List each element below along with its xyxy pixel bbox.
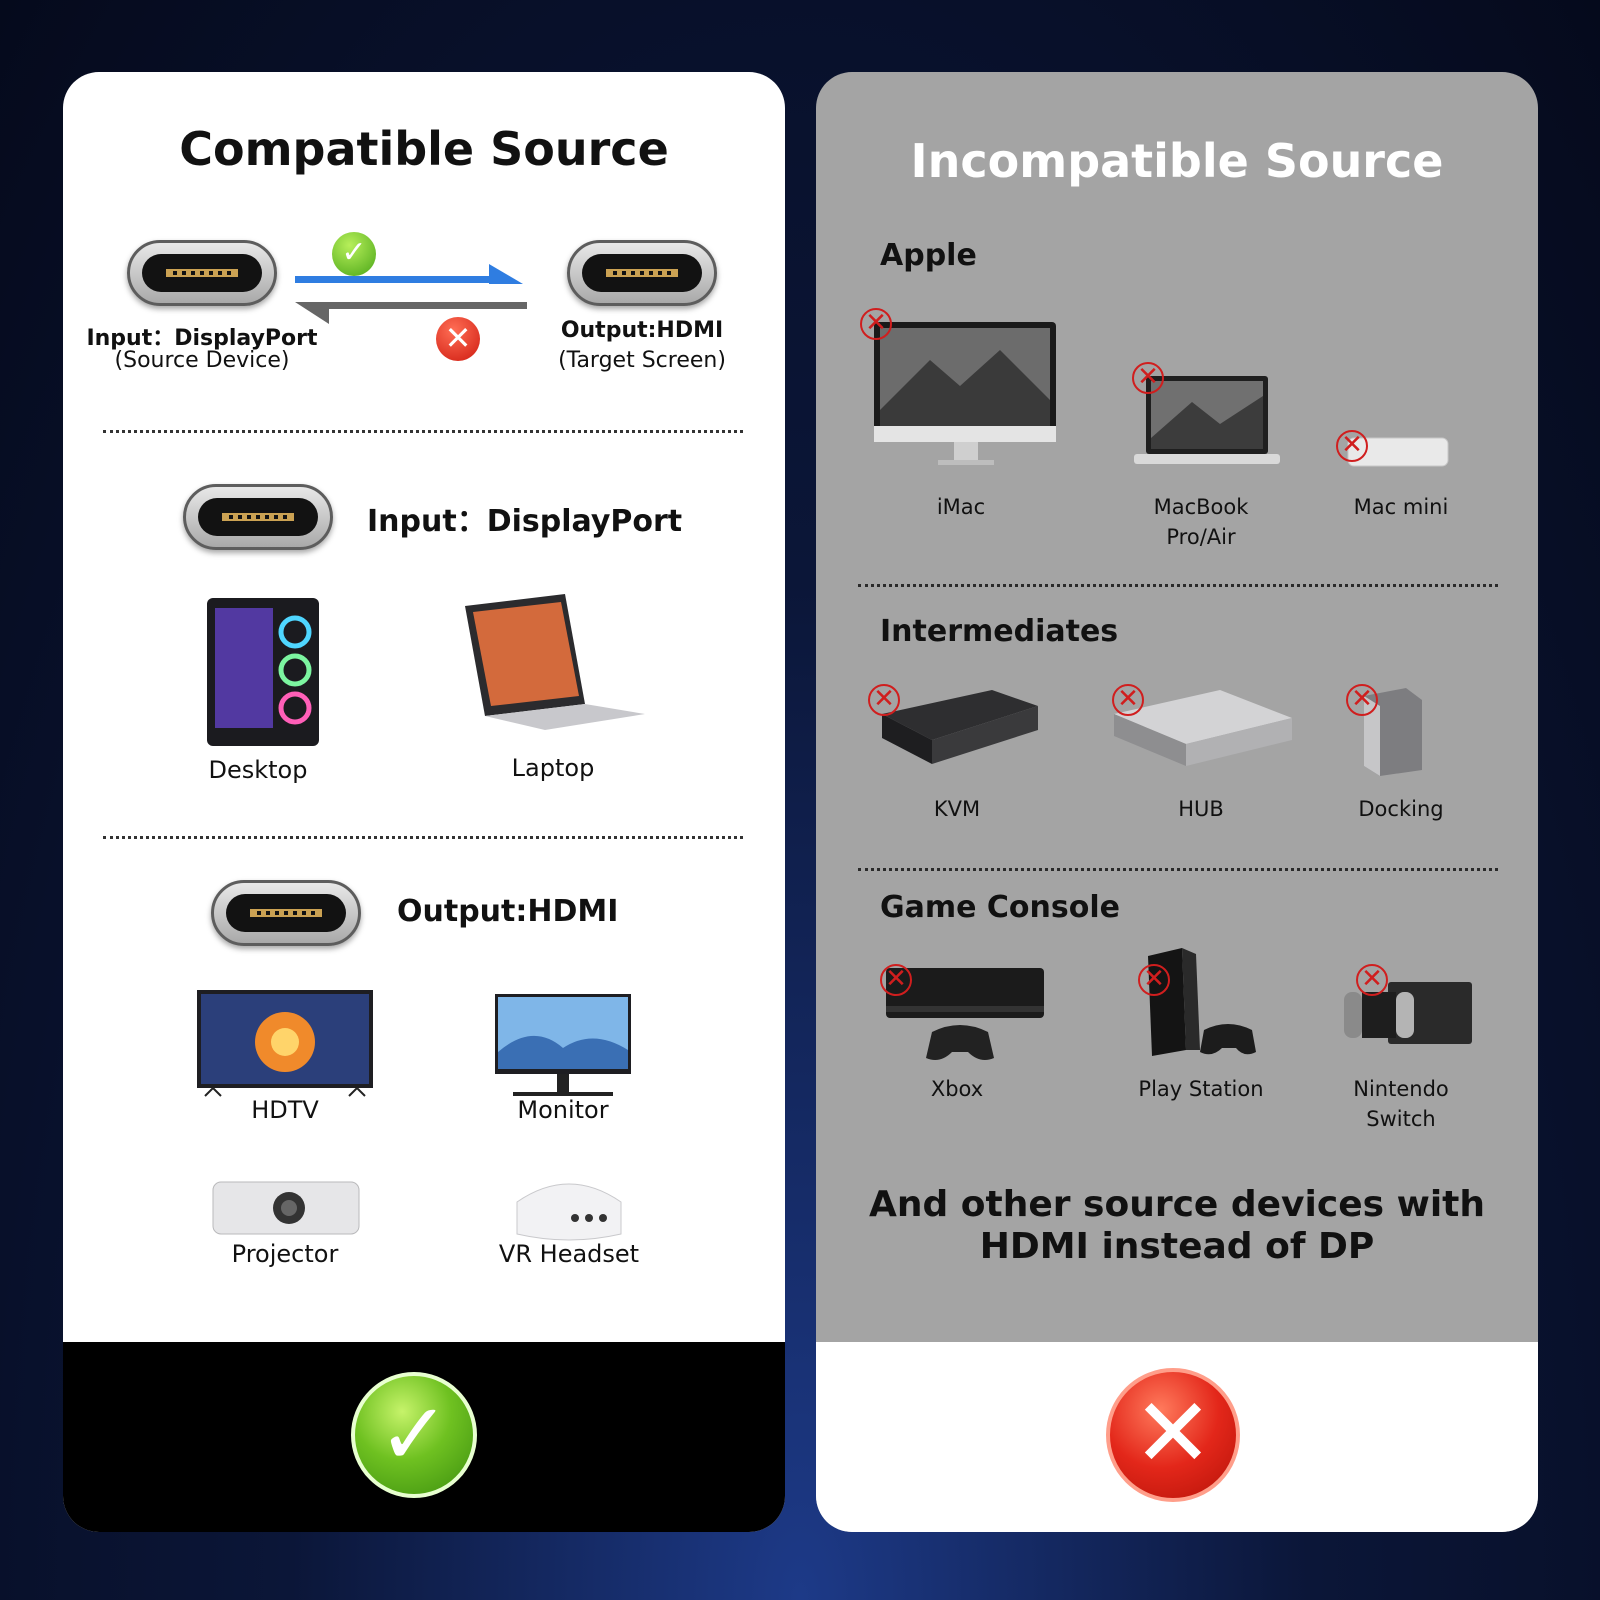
incompatible-cross-icon: ✕	[1112, 684, 1144, 716]
device-label-hub: HUB	[1178, 797, 1224, 821]
compatible-footer: ✓	[63, 1342, 785, 1532]
compatible-title: Compatible Source	[179, 122, 669, 176]
other-devices-note-line2: HDMI instead of DP	[979, 1226, 1375, 1267]
game-console-heading: Game Console	[880, 890, 1120, 925]
forward-arrow-head	[489, 264, 523, 284]
nintendo-switch-icon	[1344, 982, 1472, 1044]
divider	[103, 430, 743, 433]
displayport-connector-icon	[183, 484, 333, 550]
hdmi-connector-icon	[211, 880, 361, 946]
hdtv-icon	[197, 990, 373, 1097]
incompatible-cross-icon: ✕	[1138, 964, 1170, 996]
imac-icon	[874, 322, 1056, 465]
divider	[858, 868, 1498, 871]
incompatible-cross-icon: ✕	[1346, 684, 1378, 716]
device-label-xbox: Xbox	[930, 1077, 984, 1101]
device-label-playstation: Play Station	[1138, 1077, 1264, 1101]
incompatible-cross-icon: ✕	[1336, 430, 1368, 462]
macbook-icon	[1134, 376, 1280, 464]
device-label-kvm: KVM	[933, 797, 981, 821]
compatible-panel: Compatible Source ✓ ✕ Input：DisplayPort …	[63, 72, 785, 1532]
diagram-output-label: Output:HDMI	[560, 318, 724, 343]
device-label-docking: Docking	[1358, 797, 1444, 821]
diagram-input-sub: (Source Device)	[114, 348, 290, 373]
docking-station-icon	[1364, 688, 1422, 776]
forward-arrow-shaft	[295, 276, 493, 283]
desktop-pc-icon	[207, 598, 319, 746]
device-label-laptop: Laptop	[511, 754, 595, 782]
diagram-output-sub: (Target Screen)	[558, 348, 726, 373]
incompatible-cross-icon: ✕	[868, 684, 900, 716]
input-section-heading: Input：DisplayPort	[367, 504, 683, 539]
incompatible-footer: ✕	[816, 1342, 1538, 1532]
monitor-icon	[495, 994, 631, 1096]
check-icon: ✓	[351, 1372, 477, 1498]
displayport-connector-icon	[127, 240, 277, 306]
output-section-heading: Output:HDMI	[397, 894, 619, 929]
device-label-mac-mini: Mac mini	[1353, 495, 1449, 519]
hdmi-connector-icon	[567, 240, 717, 306]
reverse-arrow-head	[295, 302, 329, 324]
cross-icon: ✕	[1106, 1368, 1240, 1502]
projector-icon	[212, 1181, 360, 1235]
reverse-arrow-shaft	[327, 302, 527, 309]
xbox-icon	[886, 968, 1044, 1060]
divider	[858, 584, 1498, 587]
unsupported-direction-cross-icon: ✕	[436, 317, 480, 361]
divider	[103, 836, 743, 839]
device-label-imac: iMac	[936, 495, 986, 519]
other-devices-note-line1: And other source devices with	[868, 1184, 1486, 1225]
device-label-desktop: Desktop	[208, 756, 308, 784]
laptop-icon	[465, 594, 645, 730]
vr-headset-icon	[516, 1183, 622, 1241]
device-label-vr-headset: VR Headset	[498, 1240, 640, 1268]
diagram-input-label: Input：DisplayPort	[86, 326, 318, 351]
incompatible-cross-icon: ✕	[860, 308, 892, 340]
incompatible-cross-icon: ✕	[880, 964, 912, 996]
device-label-monitor: Monitor	[517, 1096, 609, 1124]
kvm-icon	[882, 690, 1038, 764]
hub-icon	[1114, 690, 1292, 766]
incompatible-cross-icon: ✕	[1132, 362, 1164, 394]
incompatible-cross-icon: ✕	[1356, 964, 1388, 996]
device-label-projector: Projector	[231, 1240, 339, 1268]
incompatible-panel: Incompatible Source Apple ✕ iMac ✕ MacBo…	[816, 72, 1538, 1532]
device-label-hdtv: HDTV	[251, 1096, 319, 1124]
device-label-macbook: MacBook Pro/Air	[1153, 495, 1249, 549]
apple-heading: Apple	[880, 238, 977, 273]
supported-direction-check-icon: ✓	[332, 232, 376, 276]
incompatible-title: Incompatible Source	[910, 134, 1444, 188]
device-label-nintendo-switch: Nintendo Switch	[1353, 1077, 1449, 1131]
direction-arrows	[295, 264, 527, 324]
intermediates-heading: Intermediates	[880, 614, 1119, 649]
